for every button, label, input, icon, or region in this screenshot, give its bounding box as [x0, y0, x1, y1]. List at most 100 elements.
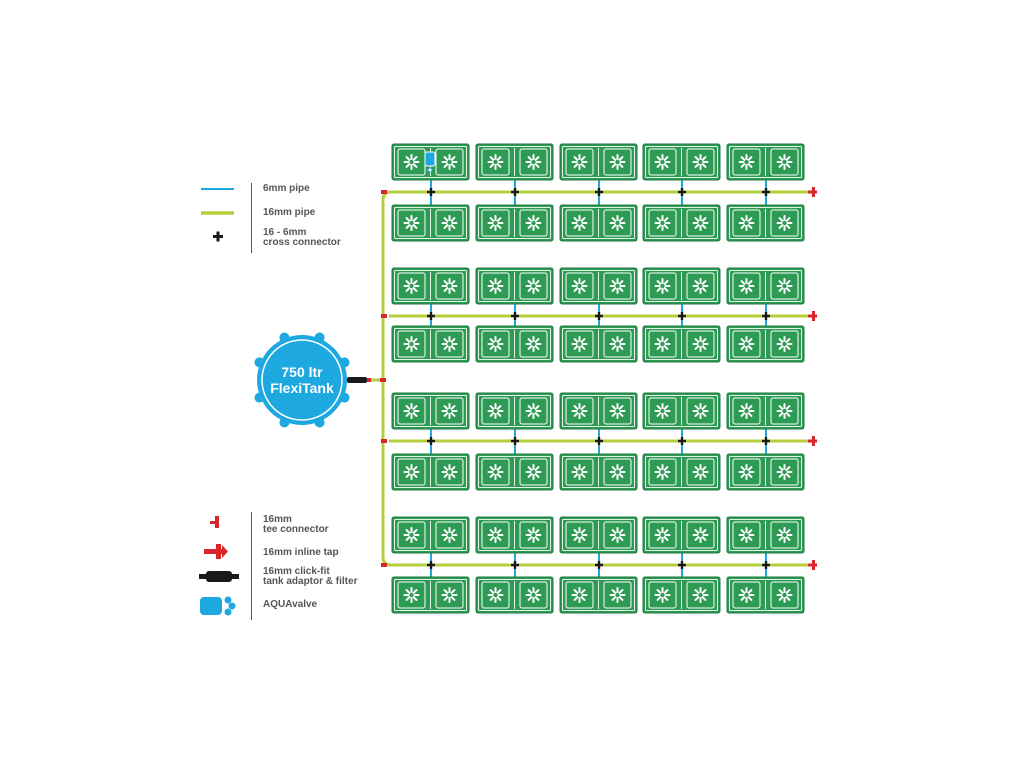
flower-icon: [654, 587, 671, 603]
flower-icon: [654, 464, 671, 480]
pot-outline: [481, 209, 510, 237]
pot-outline: [603, 209, 632, 237]
flower-icon: [776, 527, 793, 543]
pot-outline: [732, 148, 761, 176]
cross-connector: [678, 312, 686, 320]
flower-icon: [441, 278, 458, 294]
grow-tray: [726, 576, 805, 614]
flower-icon: [692, 587, 709, 603]
flower-icon: [609, 336, 626, 352]
flower-icon: [692, 464, 709, 480]
pot-outline: [481, 272, 510, 300]
pot-outline: [519, 397, 548, 425]
pot-outline: [481, 397, 510, 425]
grow-tray: [559, 392, 638, 430]
cross-connector: [427, 188, 435, 196]
flower-icon: [487, 527, 504, 543]
flower-icon: [403, 278, 420, 294]
pot-outline: [648, 521, 677, 549]
flower-icon: [776, 336, 793, 352]
grow-tray: [559, 267, 638, 305]
pot-outline: [770, 272, 799, 300]
grow-tray: [559, 204, 638, 242]
pot-outline: [770, 209, 799, 237]
grow-tray: [559, 325, 638, 363]
flower-icon: [776, 464, 793, 480]
pot-outline: [603, 521, 632, 549]
grow-tray: [726, 453, 805, 491]
pot-outline: [397, 458, 426, 486]
pot-outline: [648, 148, 677, 176]
cross-connector: [511, 188, 519, 196]
grow-tray: [475, 453, 554, 491]
flower-icon: [609, 464, 626, 480]
flower-icon: [403, 527, 420, 543]
legend-tank-adaptor-symbol: [199, 571, 239, 582]
pot-outline: [686, 209, 715, 237]
legend-label-aquavalve: AQUAvalve: [263, 599, 318, 610]
flower-icon: [571, 464, 588, 480]
pot-outline: [770, 148, 799, 176]
pot-outline: [519, 148, 548, 176]
cross-connector: [678, 437, 686, 445]
tank-label-capacity: 750 ltr: [281, 364, 323, 380]
pot-outline: [519, 330, 548, 358]
flower-icon: [738, 464, 755, 480]
cross-connector: [762, 561, 770, 569]
flower-icon: [692, 403, 709, 419]
cross-connector: [678, 561, 686, 569]
cross-connector: [595, 312, 603, 320]
cross-connector: [595, 437, 603, 445]
aquavalve-icon: [424, 151, 436, 173]
pot-outline: [435, 397, 464, 425]
flower-icon: [776, 278, 793, 294]
flower-icon: [738, 336, 755, 352]
flower-icon: [571, 215, 588, 231]
pot-outline: [435, 148, 464, 176]
pot-outline: [770, 330, 799, 358]
pot-outline: [648, 330, 677, 358]
cross-connector: [762, 437, 770, 445]
pot-outline: [770, 521, 799, 549]
cross-connector: [511, 437, 519, 445]
legend-label-cross-connector-2: cross connector: [263, 237, 341, 248]
tray-grid: [391, 143, 805, 614]
flower-icon: [738, 527, 755, 543]
inline-tap: [808, 560, 817, 570]
inline-tap: [808, 311, 817, 321]
flower-icon: [525, 527, 542, 543]
pot-outline: [686, 272, 715, 300]
flower-icon: [609, 527, 626, 543]
tank-ring: [261, 339, 343, 421]
flower-icon: [776, 587, 793, 603]
pot-outline: [481, 521, 510, 549]
pot-outline: [648, 209, 677, 237]
pot-outline: [732, 458, 761, 486]
inline-tap: [808, 436, 817, 446]
flower-icon: [403, 587, 420, 603]
grow-tray: [642, 453, 721, 491]
flower-icon: [609, 278, 626, 294]
flower-icon: [403, 403, 420, 419]
flower-icon: [487, 278, 504, 294]
tank-adaptor-filter: [347, 377, 371, 383]
pot-outline: [481, 148, 510, 176]
flower-icon: [525, 336, 542, 352]
grow-tray: [475, 267, 554, 305]
pot-outline: [686, 581, 715, 609]
legend-bottom-divider: [251, 512, 252, 620]
pot-outline: [481, 330, 510, 358]
pot-outline: [435, 330, 464, 358]
grow-tray: [726, 516, 805, 554]
flower-icon: [441, 464, 458, 480]
flower-icon: [692, 278, 709, 294]
flower-icon: [609, 154, 626, 170]
pot-outline: [686, 148, 715, 176]
pot-outline: [732, 581, 761, 609]
flower-icon: [776, 215, 793, 231]
flower-icon: [609, 215, 626, 231]
pot-outline: [397, 330, 426, 358]
grow-tray: [642, 267, 721, 305]
flower-icon: [738, 278, 755, 294]
flower-icon: [487, 587, 504, 603]
